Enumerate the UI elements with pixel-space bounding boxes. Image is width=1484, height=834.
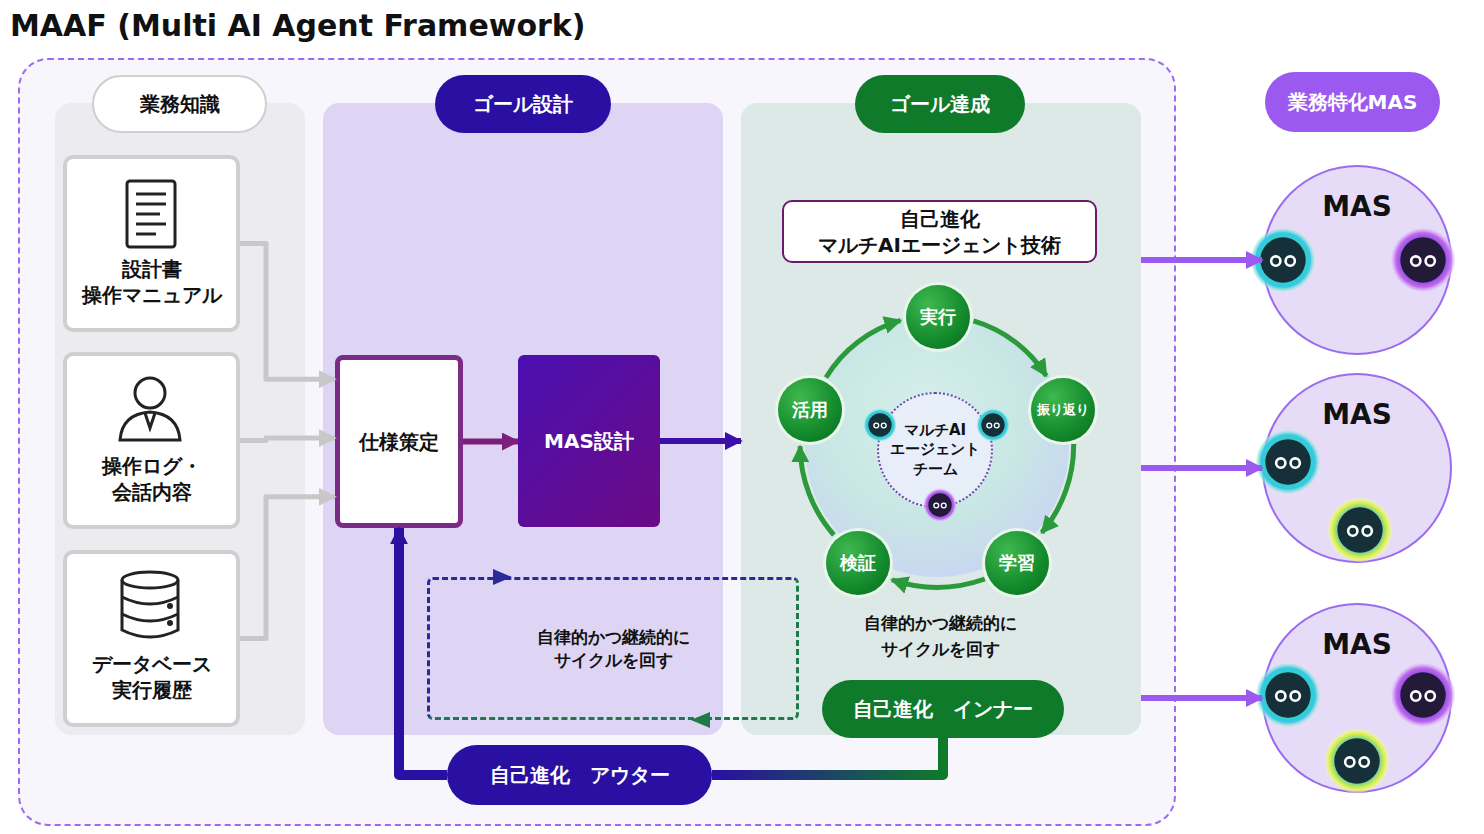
note-text: 自律的かつ継続的に サイクルを回す <box>845 610 1035 663</box>
node-text: 自己進化 マルチAIエージェント技術 <box>804 206 1075 258</box>
node-text: 設計書 操作マニュアル <box>67 256 236 308</box>
panel-header: ゴール達成 <box>855 75 1025 133</box>
cycle-step: 学習 <box>985 531 1049 595</box>
node-text: MAS <box>1322 627 1392 663</box>
panel-header: 業務知識 <box>92 75 267 133</box>
panel-header: ゴール設計 <box>435 75 611 133</box>
node-text: 自己進化 アウター <box>490 762 670 788</box>
evolution-pill: 自己進化 アウター <box>447 745 712 805</box>
source-card: 設計書 操作マニュアル <box>63 155 240 332</box>
flow-arrow <box>1141 695 1262 701</box>
node-text: 学習 <box>999 551 1035 574</box>
node-text: 自律的かつ継続的に サイクルを回す <box>518 626 708 670</box>
process-box: MAS設計 <box>518 355 660 527</box>
node-text: 業務特化MAS <box>1288 89 1418 115</box>
node-text: 仕様策定 <box>359 429 439 455</box>
node-text: 自己進化 インナー <box>853 696 1033 722</box>
node-text: MAS <box>1322 397 1392 433</box>
cycle-step: 実行 <box>906 285 970 349</box>
mas-circle: MAS <box>1262 603 1452 793</box>
flow-arrow <box>1141 465 1262 471</box>
cycle-step: 活用 <box>778 378 842 442</box>
mas-circle: MAS <box>1262 373 1452 563</box>
cycle-step: 検証 <box>826 531 890 595</box>
node-text: 操作ログ・ 会話内容 <box>67 453 236 505</box>
tech-box: 自己進化 マルチAIエージェント技術 <box>782 200 1097 263</box>
note-label: 自律的かつ継続的に サイクルを回す <box>840 610 1040 663</box>
flow-arrow <box>712 738 943 775</box>
evolution-pill: 自己進化 インナー <box>822 680 1064 738</box>
node-text: 振り返り <box>1037 402 1089 419</box>
node-text: 検証 <box>840 551 876 574</box>
node-text: MAS <box>1322 189 1392 225</box>
node-text: 実行 <box>920 305 956 328</box>
node-text: 活用 <box>792 398 828 421</box>
panel: 業務知識設計書 操作マニュアル操作ログ・ 会話内容データベース 実行履歴 <box>55 103 305 735</box>
cycle-step: 振り返り <box>1031 378 1095 442</box>
diagram-title: MAAF (Multi AI Agent Framework) <box>10 8 586 43</box>
node-text: MAS設計 <box>544 428 634 454</box>
flow-arrow <box>1141 257 1262 263</box>
node-text: データベース 実行履歴 <box>67 651 236 703</box>
source-card: データベース 実行履歴 <box>63 550 240 727</box>
node-text: マルチAI エージェント チーム <box>887 421 983 480</box>
loop-box: 自律的かつ継続的に サイクルを回す <box>427 577 799 720</box>
source-card: 操作ログ・ 会話内容 <box>63 352 240 529</box>
header-pill: 業務特化MAS <box>1265 72 1440 132</box>
mas-circle: MAS <box>1262 165 1452 355</box>
process-box: 仕様策定 <box>335 355 463 528</box>
team-circle: マルチAI エージェント チーム <box>877 392 993 508</box>
